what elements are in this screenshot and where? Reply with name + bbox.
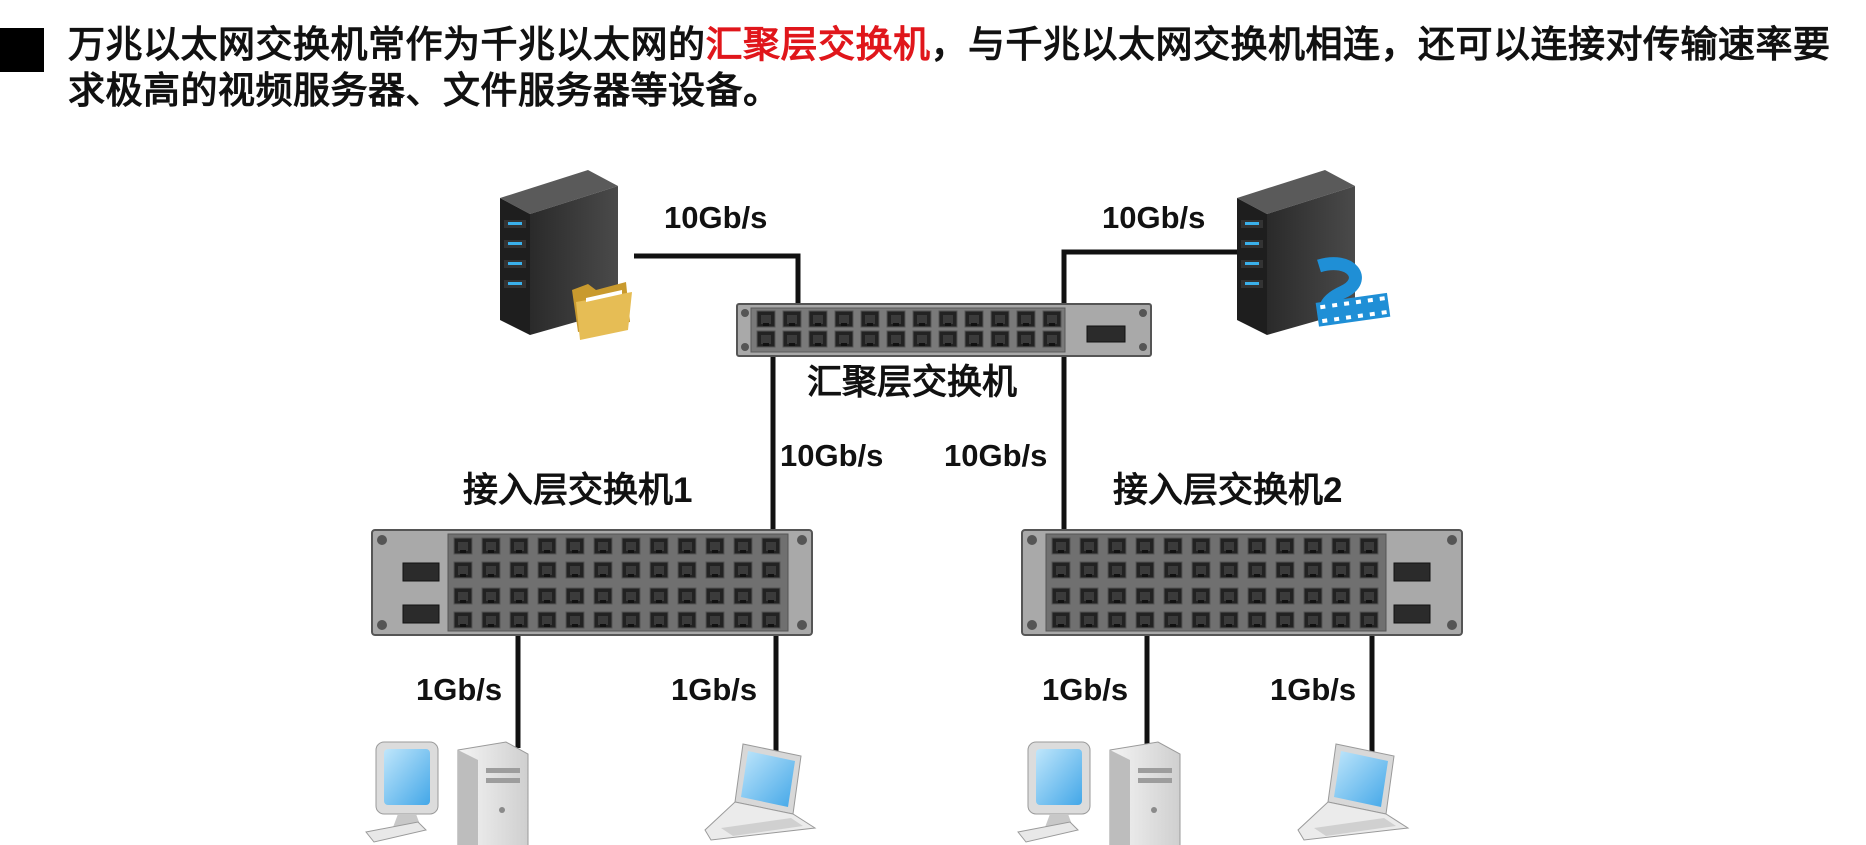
speed-label-file-server: 10Gb/s: [664, 200, 767, 235]
heading-marker: [0, 28, 44, 72]
link-video-server: [1061, 249, 1238, 305]
access-switch-2: [1021, 529, 1463, 636]
access-switch-2-label: 接入层交换机2: [1113, 470, 1342, 510]
video-server: [1237, 170, 1391, 335]
laptop-2: [1297, 743, 1409, 841]
heading-highlight: 汇聚层交换机: [705, 24, 931, 65]
connection-lines: [515, 249, 1375, 752]
speed-label-laptop-1: 1Gb/s: [671, 672, 757, 707]
access-switch-1: [371, 529, 813, 636]
speed-label-laptop-2: 1Gb/s: [1270, 672, 1356, 707]
heading-text-1: 万兆以太网交换机常作为千兆以太网的: [68, 24, 706, 65]
speed-label-access-2: 10Gb/s: [944, 438, 1047, 473]
laptop-1: [704, 743, 816, 841]
film-icon: [1315, 257, 1391, 327]
desktop-pc-1: [365, 741, 529, 845]
page-heading: 万兆以太网交换机常作为千兆以太网的汇聚层交换机，与千兆以太网交换机相连，还可以连…: [68, 22, 1848, 114]
speed-label-desktop-1: 1Gb/s: [416, 672, 502, 707]
aggregation-switch-label: 汇聚层交换机: [807, 362, 1017, 402]
speed-label-access-1: 10Gb/s: [780, 438, 883, 473]
speed-label-desktop-2: 1Gb/s: [1042, 672, 1128, 707]
folder-icon: [572, 282, 632, 340]
aggregation-switch: [736, 303, 1152, 357]
speed-label-video-server: 10Gb/s: [1102, 200, 1205, 235]
desktop-pc-2: [1017, 741, 1181, 845]
link-file-server: [634, 253, 801, 305]
file-server: [500, 170, 632, 340]
access-switch-1-label: 接入层交换机1: [463, 470, 692, 510]
heading-text-2: ，与千兆以太网交换机相连，还可以连接对传输速率要求极高的视频服务器、文件服务器等…: [68, 24, 1831, 111]
